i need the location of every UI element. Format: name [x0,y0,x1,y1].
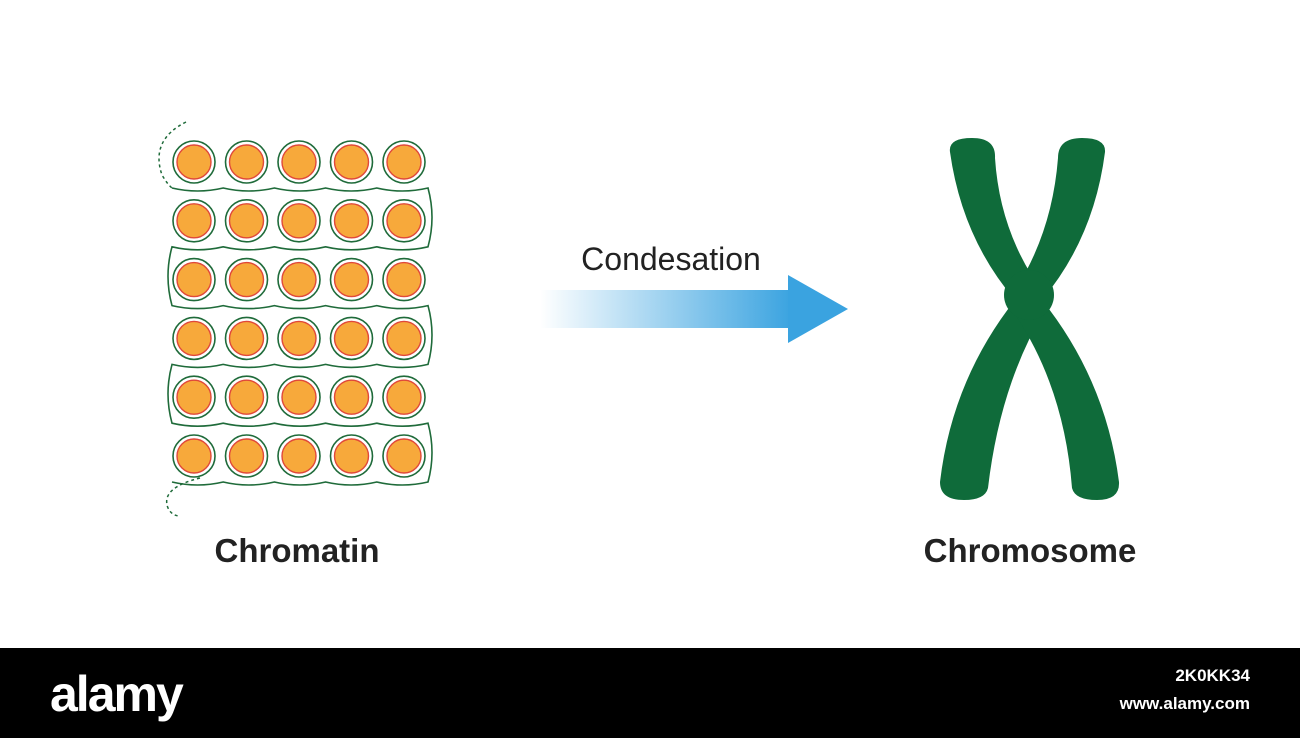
histone-core [228,261,265,298]
histone-core [333,144,370,180]
histone-core [386,320,422,357]
nucleosome [277,375,321,420]
site-url: www.alamy.com [1119,694,1250,713]
chromosome-label: Chromosome [924,532,1137,569]
nucleosome [277,316,321,361]
histone-core [281,320,317,357]
histone-core [228,379,265,415]
histone-core [176,261,212,298]
nucleosome [172,434,216,478]
nucleosome [382,316,426,361]
nucleosome [172,199,216,243]
nucleosome [172,375,216,420]
histone-core [176,320,212,357]
nucleosome [329,375,374,420]
arrow-shaft [540,290,792,328]
histone-core [386,438,422,474]
nucleosome-grid [172,140,426,478]
nucleosome [329,434,374,478]
histone-core [333,261,370,298]
nucleosome [224,199,269,243]
nucleosome [172,316,216,361]
histone-core [228,144,265,180]
arrow-head [788,275,848,343]
footer-bar: alamy 2K0KK34 www.alamy.com [0,648,1300,738]
nucleosome [172,140,216,184]
histone-core [333,438,370,474]
histone-core [176,144,212,180]
chromosome-arm-lower-right [1012,300,1120,500]
dna-strand-end-top [158,121,187,189]
nucleosome [329,316,374,361]
nucleosome [277,257,321,302]
nucleosome [382,257,426,302]
nucleosome [224,434,269,478]
dna-strand-end-bottom [166,477,201,517]
nucleosome [224,316,269,361]
nucleosome [224,140,269,184]
histone-core [176,438,212,474]
chromosome-arm-upper-left [949,138,1045,300]
nucleosome [329,140,374,184]
histone-core [228,203,265,239]
nucleosome [224,375,269,420]
condensation-arrow [540,275,848,343]
nucleosome [224,257,269,302]
nucleosome [277,199,321,243]
nucleosome [329,199,374,243]
dna-strand [158,121,433,517]
chromatin-label: Chromatin [215,532,380,569]
nucleosome [382,434,426,478]
condensation-label: Condesation [581,241,761,277]
histone-core [228,438,265,474]
chromosome-arm-lower-left [940,300,1045,500]
nucleosome [277,140,321,184]
histone-core [281,379,317,415]
histone-core [386,379,422,415]
histone-core [386,261,422,298]
nucleosome [329,257,374,302]
nucleosome [382,199,426,243]
chromosome [940,138,1120,500]
chromosome-arm-upper-right [1012,138,1106,300]
histone-core [281,438,317,474]
centromere [1004,270,1054,320]
histone-core [281,261,317,298]
nucleosome [382,140,426,184]
histone-core [176,203,212,239]
histone-core [386,144,422,180]
histone-core [333,320,370,357]
histone-core [176,379,212,415]
histone-core [281,203,317,239]
nucleosome [172,257,216,302]
chromatin-to-chromosome-diagram: Chromatin Condesation Chromosome [158,121,1137,569]
nucleosome [382,375,426,420]
brand-logo: alamy [50,666,184,722]
histone-core [386,203,422,239]
nucleosome [277,434,321,478]
histone-core [281,144,317,180]
histone-core [333,379,370,415]
image-id: 2K0KK34 [1175,666,1250,685]
dna-strand-path [167,187,433,486]
histone-core [228,320,265,357]
chromatin-structure [158,121,433,517]
histone-core [333,203,370,239]
